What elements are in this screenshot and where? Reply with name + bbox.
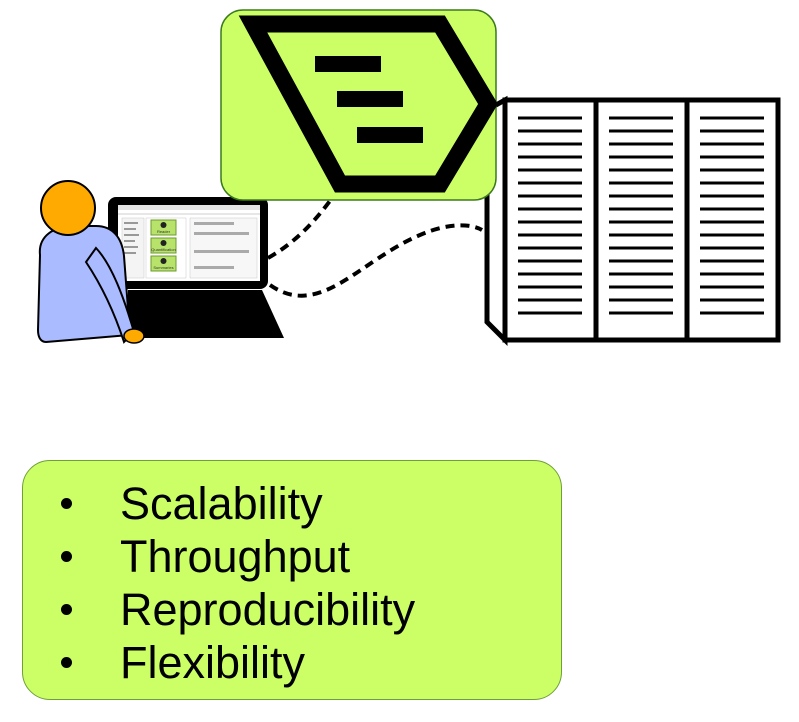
feature-label: Scalability bbox=[120, 478, 323, 529]
node-label-summaries: Summaries bbox=[153, 265, 173, 270]
node-label-quantification: Quantification bbox=[151, 247, 175, 252]
feature-item-scalability: Scalability bbox=[61, 477, 415, 530]
node-label-reader: Reader bbox=[157, 229, 171, 234]
feature-item-throughput: Throughput bbox=[61, 530, 415, 583]
workflow-node-quantification: Quantification bbox=[150, 237, 177, 254]
feature-label: Reproducibility bbox=[120, 584, 416, 635]
feature-label: Throughput bbox=[120, 531, 351, 582]
feature-item-reproducibility: Reproducibility bbox=[61, 583, 415, 636]
feature-label: Flexibility bbox=[120, 637, 306, 688]
workstation-screen: Reader Quantification Summaries bbox=[118, 205, 260, 279]
features-box: Scalability Throughput Reproducibility F… bbox=[22, 460, 562, 700]
bullet-icon bbox=[61, 657, 72, 668]
workflow-node-reader: Reader bbox=[150, 219, 177, 236]
workflow-node-summaries: Summaries bbox=[150, 255, 177, 272]
bullet-icon bbox=[61, 498, 72, 509]
connection-line bbox=[267, 188, 340, 260]
bullet-icon bbox=[61, 604, 72, 615]
server-rack-icon bbox=[484, 95, 781, 347]
user-icon bbox=[36, 180, 145, 344]
feature-item-flexibility: Flexibility bbox=[61, 636, 415, 689]
features-list: Scalability Throughput Reproducibility F… bbox=[61, 477, 415, 689]
bullet-icon bbox=[61, 551, 72, 562]
workflow-logo-icon bbox=[220, 9, 498, 201]
connection-line bbox=[268, 223, 484, 298]
